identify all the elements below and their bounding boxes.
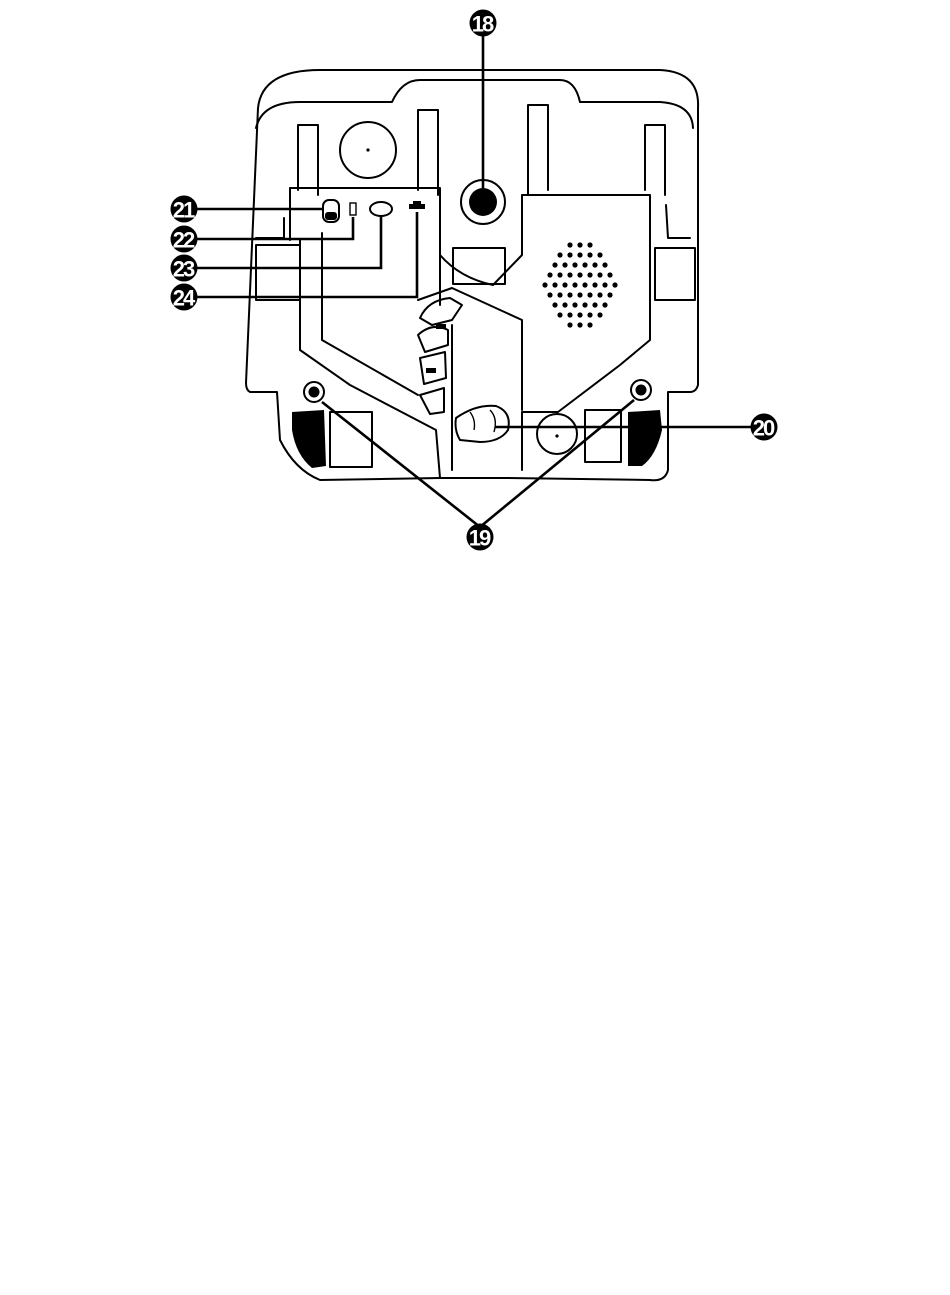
speaker-hole: [597, 292, 602, 297]
svg-text:21: 21: [173, 198, 195, 223]
speaker-hole: [567, 292, 572, 297]
speaker-hole: [607, 272, 612, 277]
speaker-hole: [597, 272, 602, 277]
speaker-hole: [557, 312, 562, 317]
speaker-hole: [602, 262, 607, 267]
speaker-hole: [577, 292, 582, 297]
callout-21: 21: [171, 196, 198, 223]
speaker-hole: [552, 302, 557, 307]
speaker-hole: [582, 262, 587, 267]
line-jack-oval: [370, 202, 392, 216]
ringer-switch: [350, 203, 356, 215]
speaker-hole: [597, 312, 602, 317]
black-feet: [292, 410, 662, 468]
speaker-hole: [557, 272, 562, 277]
mounting-posts: [298, 105, 665, 195]
cord-clips: [418, 298, 462, 414]
speaker-hole: [597, 252, 602, 257]
speaker-hole: [592, 262, 597, 267]
speaker-hole: [587, 272, 592, 277]
speaker-hole: [587, 242, 592, 247]
speaker-hole: [592, 302, 597, 307]
speaker-hole: [582, 302, 587, 307]
speaker-hole: [552, 282, 557, 287]
speaker-hole: [577, 312, 582, 317]
speaker-hole: [577, 322, 582, 327]
power-jack: [323, 200, 339, 222]
svg-text:23: 23: [173, 257, 195, 282]
speaker-hole: [567, 252, 572, 257]
speaker-hole: [572, 262, 577, 267]
speaker-hole: [567, 242, 572, 247]
speaker-hole: [567, 272, 572, 277]
speaker-grille: [542, 242, 617, 327]
svg-text:24: 24: [173, 286, 196, 311]
screw-hole-left: [304, 382, 324, 402]
speaker-hole: [557, 292, 562, 297]
callout-23: 23: [171, 255, 198, 282]
speaker-hole: [587, 312, 592, 317]
handset-release-tab: [456, 406, 509, 442]
speaker-hole: [562, 302, 567, 307]
speaker-hole: [552, 262, 557, 267]
callout-24: 24: [171, 284, 198, 311]
speaker-hole: [542, 282, 547, 287]
speaker-hole: [592, 282, 597, 287]
leader-lines: [197, 36, 753, 527]
speaker-hole: [587, 252, 592, 257]
speaker-hole: [602, 282, 607, 287]
speaker-hole: [577, 272, 582, 277]
telephone-line-jack: [409, 201, 425, 209]
svg-text:19: 19: [469, 526, 491, 551]
callout-18: 18: [470, 10, 497, 37]
speaker-hole: [562, 262, 567, 267]
svg-text:22: 22: [173, 228, 195, 253]
top-round-boss: [340, 122, 396, 178]
rear-jacks: [323, 200, 425, 222]
speaker-hole: [557, 252, 562, 257]
svg-text:20: 20: [753, 416, 775, 441]
callout-22: 22: [171, 226, 198, 253]
speaker-hole: [547, 272, 552, 277]
speaker-hole: [602, 302, 607, 307]
svg-text:18: 18: [472, 12, 494, 37]
speaker-hole: [582, 282, 587, 287]
speaker-hole: [572, 282, 577, 287]
phone-base-bottom-view-diagram: 18 19 20 21 22 23 24: [0, 0, 950, 600]
speaker-hole: [577, 242, 582, 247]
callout-20: 20: [751, 414, 778, 441]
speaker-hole: [562, 282, 567, 287]
speaker-hole: [547, 292, 552, 297]
speaker-hole: [607, 292, 612, 297]
bottom-round-boss: [537, 414, 577, 454]
screw-hole-right: [631, 380, 651, 400]
speaker-hole: [612, 282, 617, 287]
speaker-hole: [567, 322, 572, 327]
speaker-hole: [572, 302, 577, 307]
speaker-hole: [577, 252, 582, 257]
screw-holes: [304, 380, 651, 402]
speaker-hole: [567, 312, 572, 317]
callout-19: 19: [467, 524, 494, 551]
speaker-hole: [587, 292, 592, 297]
speaker-hole: [587, 322, 592, 327]
